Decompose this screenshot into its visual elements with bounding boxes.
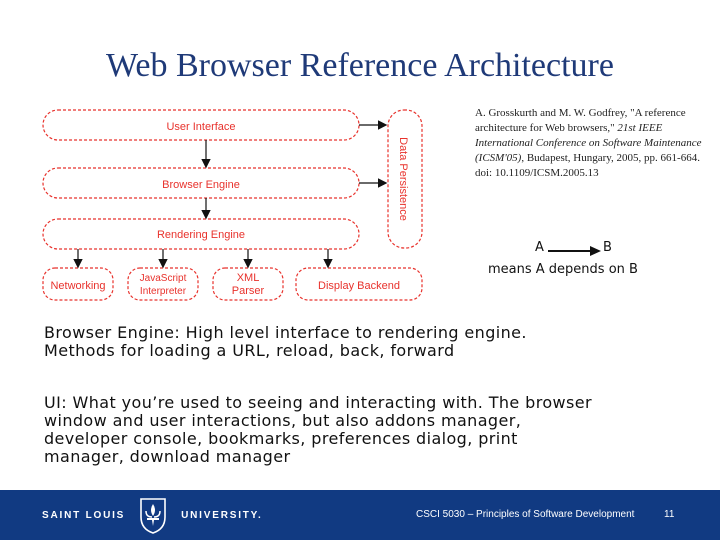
legend-b: B (603, 240, 612, 255)
dependency-legend: A B means A depends on B (488, 240, 668, 280)
citation: A. Grosskurth and M. W. Godfrey, "A refe… (475, 106, 710, 181)
text-line: window and user interactions, but also a… (44, 411, 522, 430)
footer-bar: SAINT LOUIS UNIVERSITY. CSCI 5030 – Prin… (0, 490, 720, 540)
data-persistence-label: Data Persistence (397, 137, 409, 221)
browser-engine-box (42, 167, 360, 199)
networking-label: Networking (50, 280, 105, 292)
ui-description: UI: What you’re used to seeing and inter… (44, 394, 694, 466)
text-line: Browser Engine: High level interface to … (44, 323, 527, 342)
xml-label-1: XML (237, 272, 260, 284)
text-line: Methods for loading a URL, reload, back,… (44, 341, 455, 360)
text-line: developer console, bookmarks, preference… (44, 429, 518, 448)
citation-authors: A. Grosskurth and M. W. Godfrey, "A refe… (475, 107, 686, 134)
display-backend-label: Display Backend (318, 280, 400, 292)
citation-doi: doi: 10.1109/ICSM.2005.13 (475, 167, 599, 179)
js-label-2: Interpreter (140, 286, 187, 297)
display-backend-box (295, 267, 423, 301)
legend-meaning: means A depends on B (488, 262, 638, 277)
page-number: 11 (664, 509, 675, 520)
architecture-diagram: User Interface Browser Engine Rendering … (42, 109, 423, 301)
citation-location: , Budapest, Hungary, 2005, pp. 661-664. (521, 152, 700, 164)
js-label-1: JavaScript (140, 273, 187, 284)
course-title: CSCI 5030 – Principles of Software Devel… (416, 509, 635, 520)
xml-label-2: Parser (232, 285, 265, 297)
ui-box (42, 109, 360, 141)
slide-title: Web Browser Reference Architecture (106, 47, 614, 84)
university-name-right: UNIVERSITY. (181, 509, 263, 521)
legend-arrow-icon (548, 246, 601, 256)
browser-engine-label: Browser Engine (162, 179, 240, 191)
university-logo: SAINT LOUIS UNIVERSITY. (42, 495, 263, 535)
ui-label: User Interface (166, 121, 235, 133)
rendering-engine-box (42, 218, 360, 250)
university-name-left: SAINT LOUIS (42, 509, 126, 521)
rendering-engine-label: Rendering Engine (157, 229, 245, 241)
browser-engine-description: Browser Engine: High level interface to … (44, 324, 694, 360)
fleur-de-lis-shield-icon (140, 498, 166, 534)
text-line: manager, download manager (44, 447, 291, 466)
citation-venue: 21st IEEE International Conference on So… (475, 122, 702, 164)
legend-a: A (535, 240, 544, 255)
data-persistence-box (387, 109, 423, 249)
text-line: UI: What you’re used to seeing and inter… (44, 393, 592, 412)
